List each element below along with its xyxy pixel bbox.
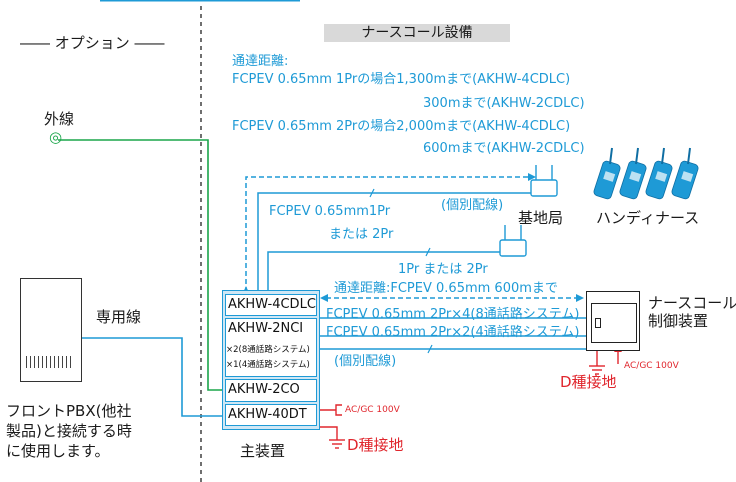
base-station-individual-wiring: (個別配線): [441, 198, 504, 213]
card-akhw-2nci: AKHW-2NCI ×2(8通話路システム) ×1(4通話路システム): [225, 318, 317, 377]
card-akhw-2nci-x1-label: ×1(4通話路システム): [226, 360, 310, 370]
pbx-note-line-1: フロントPBX(他社: [6, 402, 132, 420]
dedicated-line-label: 専用線: [96, 308, 142, 326]
card-akhw-2nci-x2-label: ×2(8通話路システム): [226, 345, 310, 355]
outside-line-terminal-icon: ◎: [49, 128, 63, 146]
card-akhw-4cdlc-label: AKHW-4CDLC: [228, 297, 316, 312]
card-akhw-40dt-label: AKHW-40DT: [228, 407, 307, 422]
pbx-note-line-2: 製品)と接続する時: [6, 422, 132, 440]
control-unit-handle-icon: [595, 318, 601, 328]
main-unit-power: AC/GC 100V: [345, 405, 400, 415]
main-unit-label: 主装置: [240, 442, 286, 460]
base-station-label: 基地局: [518, 209, 564, 227]
card-akhw-2co: AKHW-2CO: [225, 379, 317, 402]
card-akhw-4cdlc: AKHW-4CDLC: [225, 294, 317, 316]
control-unit-panel: [591, 303, 637, 343]
card-akhw-40dt: AKHW-40DT: [225, 404, 317, 426]
main-unit-ground: D種接地: [347, 436, 404, 454]
option-label: ―― オプション ――: [20, 34, 165, 52]
control-individual-wiring: (個別配線): [334, 354, 397, 369]
control-unit-power: AC/GC 100V: [624, 361, 679, 371]
control-8-call-label: FCPEV 0.65mm 2Pr×4(8通話路システム): [326, 307, 580, 322]
distance-line-2: 300mまで(AKHW-2CDLC): [423, 96, 585, 111]
distance-line-1: FCPEV 0.65mm 1Prの場合1,300mまで(AKHW-4CDLC): [232, 72, 571, 87]
pbx-vents: [26, 356, 74, 368]
card-akhw-2nci-label: AKHW-2NCI: [228, 321, 304, 336]
nurse-call-control-unit: [586, 291, 640, 351]
pbx-note-line-3: に使用します。: [6, 442, 110, 460]
control-unit-label-1: ナースコール: [648, 294, 736, 312]
control-unit-ground: D種接地: [560, 373, 617, 391]
control-unit-label-2: 制御装置: [648, 312, 709, 330]
control-distance-label: 通達距離:FCPEV 0.65mm 600mまで: [334, 281, 558, 296]
distance-line-4: 600mまで(AKHW-2CDLC): [423, 141, 585, 156]
distance-line-3: FCPEV 0.65mm 2Prの場合2,000mまで(AKHW-4CDLC): [232, 119, 571, 134]
outside-line-label: 外線: [44, 110, 75, 128]
distance-title: 通達距離:: [232, 54, 289, 69]
nurse-call-equipment-header: ナースコール設備: [324, 24, 510, 42]
control-4-call-label: FCPEV 0.65mm 2Pr×2(4通話路システム): [326, 325, 580, 340]
handy-nurse-label: ハンディナース: [596, 209, 700, 227]
card-akhw-2co-label: AKHW-2CO: [228, 382, 300, 397]
cable-label-1pr-or-2pr: 1Pr または 2Pr: [398, 262, 488, 277]
cable-label-fcpev-1pr: FCPEV 0.65mm1Pr: [269, 204, 391, 219]
cable-label-or-2pr: または 2Pr: [329, 227, 394, 242]
